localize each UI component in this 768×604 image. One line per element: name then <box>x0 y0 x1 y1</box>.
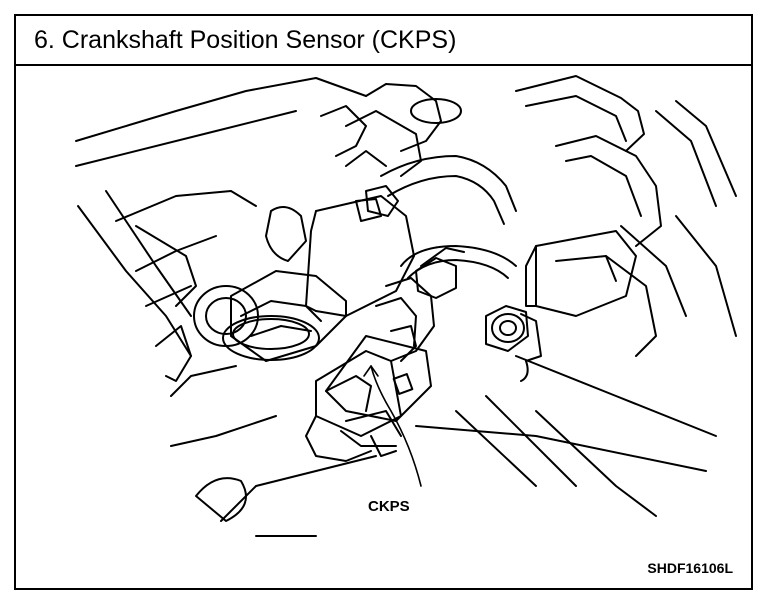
upper-center-parts <box>320 83 462 177</box>
wire-harness <box>400 245 517 299</box>
figure-frame: 6. Crankshaft Position Sensor (CKPS) <box>14 14 753 590</box>
connector-housing <box>222 195 415 362</box>
figure-title: 6. Crankshaft Position Sensor (CKPS) <box>34 26 457 54</box>
ckps-sensor-body <box>305 277 435 462</box>
mounting-bolt <box>485 305 542 382</box>
figure-code: SHDF16106L <box>647 560 733 576</box>
bore-ring <box>193 285 259 347</box>
hose <box>355 155 517 225</box>
crankshaft-position-sensor-illustration <box>75 75 737 537</box>
right-bracket <box>525 230 637 317</box>
figure-header: 6. Crankshaft Position Sensor (CKPS) <box>16 16 751 66</box>
leader-line <box>370 365 422 487</box>
ckps-callout-label: CKPS <box>368 498 410 515</box>
upper-right-bracket <box>515 75 737 357</box>
engine-block-outline <box>75 77 717 537</box>
